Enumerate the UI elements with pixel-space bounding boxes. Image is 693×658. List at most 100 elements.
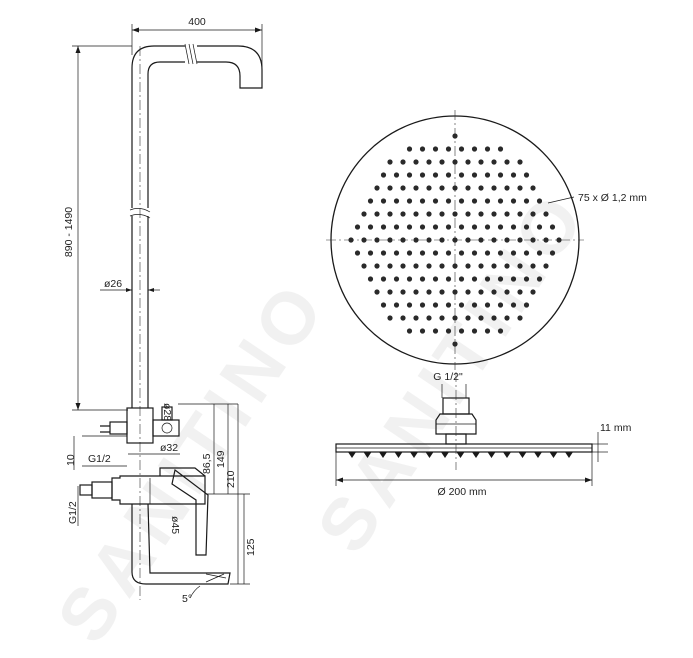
dim-height-range: 890 - 1490 — [63, 207, 75, 257]
jet-mark — [410, 452, 418, 458]
nozzle-dot — [380, 198, 387, 204]
nozzle-dot — [497, 172, 504, 178]
nozzle-dot — [491, 159, 497, 165]
nozzle-dot — [413, 185, 419, 191]
nozzle-dot — [445, 276, 452, 282]
nozzle-dot — [484, 146, 491, 152]
nozzle-dot — [452, 237, 458, 243]
label-head-thread: G 1/2" — [433, 371, 463, 383]
nozzle-dot — [367, 198, 374, 204]
jet-mark — [456, 452, 465, 458]
nozzle-dot — [374, 263, 380, 269]
jet-mark — [518, 452, 527, 458]
nozzle-dot — [484, 172, 491, 178]
dim-125: 125 — [245, 538, 257, 556]
nozzle-dot — [530, 263, 536, 269]
nozzle-dot — [419, 172, 426, 178]
nozzle-dot — [452, 133, 458, 139]
nozzle-dot — [393, 276, 400, 282]
nozzle-pattern — [348, 133, 562, 347]
shower-column-view: 400 890 - 1490 — [63, 16, 263, 605]
nozzle-dot — [426, 211, 432, 217]
nozzle-dot — [439, 289, 445, 295]
nozzle-dot — [387, 159, 393, 165]
nozzle-dot — [484, 328, 491, 334]
nozzle-dot — [523, 276, 530, 282]
nozzle-dot — [471, 224, 478, 230]
nozzle-dot — [530, 237, 536, 243]
jet-mark — [472, 452, 480, 458]
nozzle-dot — [445, 250, 452, 256]
nozzle-dot — [361, 211, 367, 217]
nozzle-dot — [484, 276, 491, 282]
nozzle-dot — [484, 302, 491, 308]
nozzle-dot — [452, 185, 458, 191]
nozzle-dot — [445, 172, 452, 178]
drawing-stage: SANITINO SANITINO 400 890 - 1490 — [41, 16, 647, 657]
nozzle-dot — [491, 211, 497, 217]
nozzle-dot — [452, 315, 458, 321]
nozzle-dot — [465, 159, 471, 165]
nozzle-dot — [406, 302, 413, 308]
nozzle-dot — [530, 211, 536, 217]
dim-diameter-28: ø28 — [161, 403, 173, 421]
nozzle-dot — [439, 211, 445, 217]
nozzle-dot — [419, 146, 426, 152]
jet-mark — [487, 452, 496, 458]
nozzle-dot — [497, 146, 504, 152]
nozzle-dot — [478, 263, 484, 269]
nozzle-dot — [530, 289, 536, 295]
technical-drawing: 400 890 - 1490 — [63, 16, 647, 605]
nozzle-dot — [439, 315, 445, 321]
dim-210: 210 — [225, 470, 237, 488]
nozzle-dot — [413, 211, 419, 217]
nozzle-dot — [458, 250, 465, 256]
nozzle-dot — [354, 250, 361, 256]
jet-mark — [394, 452, 403, 458]
nozzle-dot — [510, 224, 517, 230]
nozzle-dot — [504, 211, 510, 217]
nozzle-dot — [445, 224, 452, 230]
nozzle-dot — [465, 315, 471, 321]
jet-mark — [363, 452, 372, 458]
nozzle-dot — [491, 289, 497, 295]
nozzle-dot — [523, 250, 530, 256]
nozzle-dot — [380, 302, 387, 308]
nozzle-dot — [393, 224, 400, 230]
nozzle-dot — [419, 276, 426, 282]
nozzle-dot — [491, 185, 497, 191]
nozzle-row — [348, 452, 573, 458]
nozzle-dot — [432, 224, 439, 230]
nozzle-dot — [400, 289, 406, 295]
nozzle-dot — [413, 159, 419, 165]
nozzle-dot — [510, 250, 517, 256]
nozzle-dot — [374, 237, 380, 243]
nozzle-dot — [536, 250, 543, 256]
nozzle-dot — [536, 276, 543, 282]
nozzle-dot — [452, 341, 458, 347]
nozzle-dot — [406, 146, 413, 152]
nozzle-dot — [413, 289, 419, 295]
nozzle-dot — [523, 172, 530, 178]
nozzle-dot — [445, 146, 452, 152]
dim-diameter-45: ø45 — [169, 516, 181, 534]
nozzle-dot — [465, 185, 471, 191]
nozzle-dot — [458, 328, 465, 334]
dim-10: 10 — [65, 454, 77, 466]
nozzle-dot — [478, 185, 484, 191]
nozzle-dot — [380, 172, 387, 178]
nozzle-dot — [478, 289, 484, 295]
nozzle-dot — [406, 172, 413, 178]
nozzle-dot — [432, 328, 439, 334]
nozzle-dot — [523, 224, 530, 230]
nozzle-dot — [419, 302, 426, 308]
nozzle-dot — [504, 237, 510, 243]
nozzle-dot — [400, 315, 406, 321]
nozzle-dot — [439, 159, 445, 165]
nozzle-dot — [497, 224, 504, 230]
nozzle-dot — [549, 250, 556, 256]
jet-mark — [534, 452, 542, 458]
jet-mark — [503, 452, 511, 458]
nozzle-dot — [361, 237, 367, 243]
nozzle-dot — [452, 211, 458, 217]
